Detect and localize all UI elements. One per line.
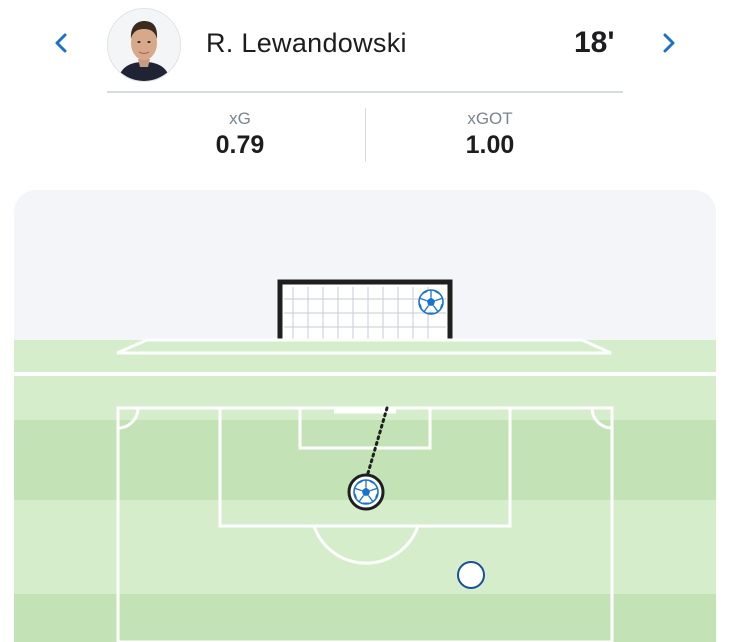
stat-xg-label: xG [229, 109, 251, 128]
next-shot-button[interactable] [652, 26, 686, 60]
shot-trajectory [364, 406, 389, 482]
header-divider [107, 91, 623, 93]
shot-minute: 18' [574, 26, 615, 59]
other-shot-marker[interactable] [457, 561, 485, 589]
previous-shot-button[interactable] [44, 26, 78, 60]
shot-location-marker[interactable] [347, 473, 385, 511]
stat-xg: xG 0.79 [140, 110, 340, 160]
shot-map [14, 190, 716, 642]
stat-separator [365, 108, 366, 162]
player-name: R. Lewandowski [206, 28, 407, 58]
stat-xg-value: 0.79 [215, 131, 265, 159]
stat-xgot-value: 1.00 [465, 131, 515, 159]
player-photo [108, 9, 180, 81]
stat-xgot: xGOT 1.00 [390, 110, 590, 160]
soccer-ball-icon [418, 289, 444, 315]
chevron-right-icon [663, 33, 675, 53]
player-avatar [107, 8, 181, 82]
stat-xgot-label: xGOT [467, 109, 513, 128]
chevron-left-icon [55, 33, 67, 53]
pitch-graphic [14, 190, 716, 642]
